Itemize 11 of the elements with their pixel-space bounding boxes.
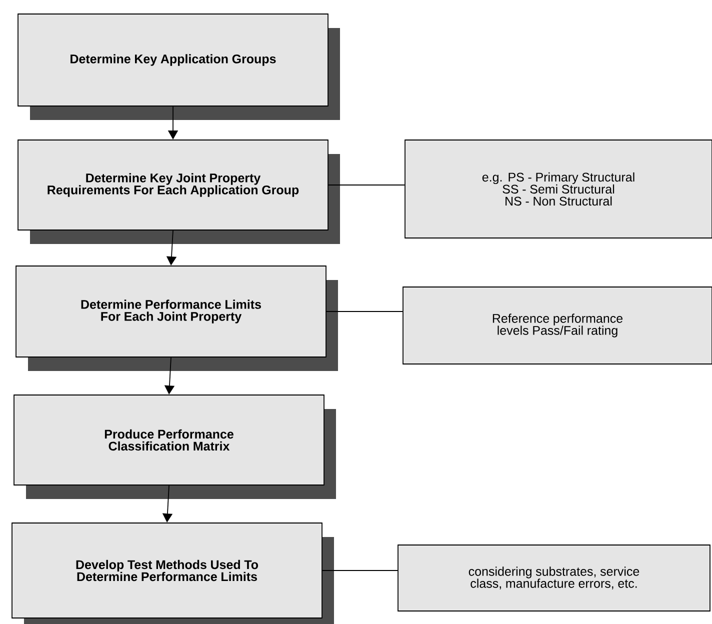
connector-line [326, 311, 403, 312]
connector-line [322, 570, 398, 571]
note-box: considering substrates, service class, manufacture errors, etc. [398, 544, 710, 612]
note-box: e.g. PS - Primary Structural SS - Semi Structural NS - Non Structural [404, 140, 712, 238]
process-box: Determine Key Application Groups [18, 14, 340, 120]
connector-line [328, 184, 405, 186]
process-box: Produce Performance Classification Matrix [14, 394, 336, 499]
note-box: Reference performance levels Pass/Fail rating [402, 286, 712, 364]
process-box: Develop Test Methods Used To Determine Performance Limits [12, 522, 334, 624]
process-box: Determine Key Joint Property Requirements For Each Application Group [18, 140, 340, 244]
process-box: Determine Performance Limits For Each Joint Property [16, 266, 338, 371]
